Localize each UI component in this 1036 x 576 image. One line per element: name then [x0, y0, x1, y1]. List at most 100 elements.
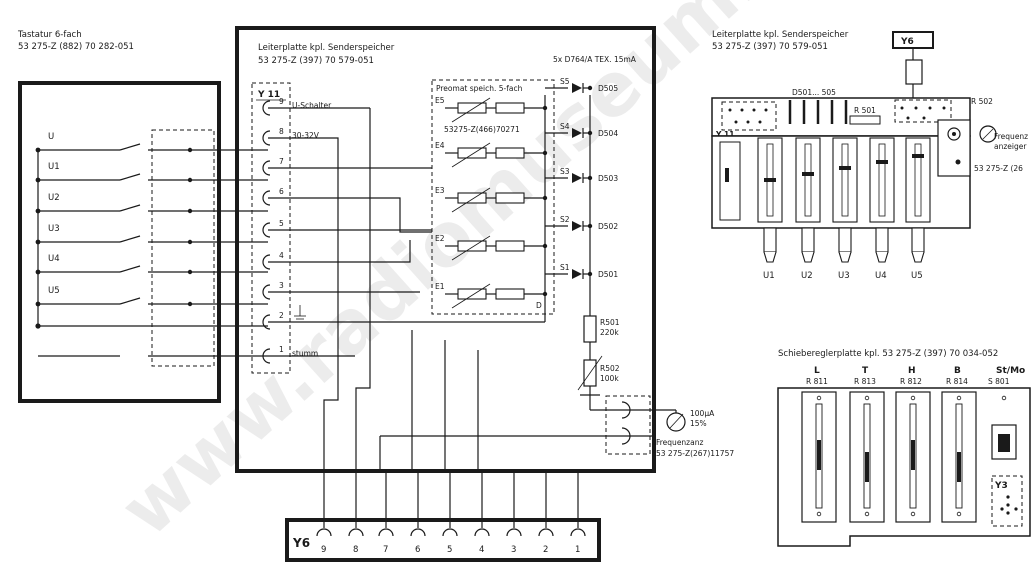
preset-button-u1: U1 — [757, 137, 783, 281]
y11-pin-2: 2 — [262, 311, 284, 330]
slider-letter: H — [908, 366, 916, 376]
slider-board-title: Schiebereglerplatte kpl. 53 275-Z (397) … — [778, 349, 998, 359]
keyboard-line-u4: U4 — [35, 254, 268, 275]
y11-pin-number: 3 — [279, 281, 284, 290]
keyboard-line-label: U — [48, 132, 54, 142]
pcb-view-r501: R 501 — [854, 106, 876, 115]
y11-pin-number: 1 — [279, 345, 284, 354]
slider-ref: R 814 — [946, 377, 968, 386]
y6-pin-number: 7 — [383, 545, 388, 555]
preset-block-box — [431, 79, 555, 315]
y11-pin-8: 8 — [262, 127, 284, 146]
preset-button-u4: U4 — [869, 137, 895, 281]
keyboard-line-u3: U3 — [35, 224, 268, 245]
svg-text:S4: S4 — [560, 122, 570, 131]
y6-pin-number: 1 — [575, 545, 580, 555]
y6-pin-5: 5 — [442, 472, 458, 555]
y6-pin-number: 5 — [447, 545, 452, 555]
y11-pin-6: 6 — [262, 187, 284, 206]
keyboard-part: 53 275-Z (882) 70 282-051 — [18, 42, 134, 52]
pcb-view-r502: R 502 — [971, 97, 993, 106]
preset-button-label: U3 — [838, 271, 850, 281]
ground-icon — [294, 305, 306, 320]
svg-text:S3: S3 — [560, 167, 570, 176]
diode-label: D503 — [598, 174, 618, 183]
slider-letter: T — [862, 366, 869, 376]
svg-text:E1: E1 — [435, 282, 445, 291]
y11-pin-1: 1 — [262, 345, 284, 364]
y6-pin-number: 2 — [543, 545, 548, 555]
pcb-view-y6-label: Y6 — [900, 37, 914, 47]
y11-pin-3: 3 — [262, 281, 284, 300]
pcb-view-freq-part: 53 275-Z (26 — [974, 164, 1023, 173]
slider-ref: S 801 — [988, 377, 1010, 386]
slider-y3-label: Y3 — [994, 481, 1008, 491]
slider-s801: St/MoS 801 — [988, 366, 1025, 401]
preset-button-label: U4 — [875, 271, 887, 281]
svg-text:R501: R501 — [600, 318, 620, 327]
slider-r811: LR 811 — [801, 366, 837, 523]
y6-pin-6: 6 — [410, 472, 426, 555]
svg-text:S1: S1 — [560, 263, 570, 272]
slider-ref: R 811 — [806, 377, 828, 386]
r502-resistor: R502 100k — [577, 355, 620, 391]
pcb-view-title: Leiterplatte kpl. Senderspeicher — [712, 30, 849, 40]
keyboard-line-label: U4 — [48, 254, 60, 264]
pcb-title: Leiterplatte kpl. Senderspeicher — [258, 43, 395, 53]
label-u-schalter: U-Schalter — [292, 101, 332, 110]
y11-pin-number: 7 — [279, 157, 284, 166]
slider-r814: BR 814 — [941, 366, 977, 523]
pcb-part: 53 275-Z (397) 70 579-051 — [258, 56, 374, 66]
svg-text:R502: R502 — [600, 364, 620, 373]
label-30-32v: 30-32V — [292, 131, 320, 140]
preset-title: Preomat speich. 5-fach — [436, 84, 523, 93]
pcb-wiring — [268, 107, 545, 472]
y11-pin-number: 4 — [279, 251, 284, 260]
keyboard-line-label: U2 — [48, 193, 60, 203]
keyboard-line-u5: U5 — [35, 286, 268, 307]
diode-label: D505 — [598, 84, 618, 93]
y11-pin-number: 5 — [279, 219, 284, 228]
y6-pin-number: 4 — [479, 545, 484, 555]
y6-pin-9: 9 — [316, 472, 332, 555]
diode-label: D504 — [598, 129, 618, 138]
preset-part: 53275-Z(466)70271 — [444, 125, 520, 134]
pcb-view-part: 53 275-Z (397) 70 579-051 — [712, 42, 828, 52]
svg-text:E4: E4 — [435, 141, 445, 150]
diode-label: D501 — [598, 270, 618, 279]
label-stumm: stumm — [292, 349, 318, 358]
pcb-view-freq-label2: anzeiger — [994, 142, 1027, 151]
y6-pin-number: 8 — [353, 545, 358, 555]
y11-pin-5: 5 — [262, 219, 284, 238]
preset-button-label: U5 — [911, 271, 923, 281]
meter-icon — [666, 412, 686, 432]
keyboard-line-label: U5 — [48, 286, 60, 296]
y6-pin-number: 6 — [415, 545, 420, 555]
freq-label: Frequenzanz — [656, 438, 703, 447]
y6-pin-3: 3 — [506, 472, 522, 555]
diode-label: D502 — [598, 222, 618, 231]
y6-pin-4: 4 — [474, 472, 490, 555]
svg-text:E2: E2 — [435, 234, 445, 243]
svg-text:E5: E5 — [435, 96, 445, 105]
meter-value: 100μA — [690, 409, 715, 418]
keyboard-line-label: U1 — [48, 162, 60, 172]
preset-button-label: U1 — [763, 271, 775, 281]
slider-letter: St/Mo — [996, 366, 1025, 376]
slider-ref: R 812 — [900, 377, 922, 386]
pcb-view-board: D501... 505 Y 11 R 501 R 502 Frequenz an… — [711, 88, 1028, 281]
y6-connector-frame — [285, 518, 601, 562]
keyboard-line-u: U — [35, 132, 268, 153]
svg-text:220k: 220k — [600, 328, 619, 337]
y6-pin-1: 1 — [570, 472, 586, 555]
preset-button-u5: U5 — [905, 137, 931, 281]
y11-pin-number: 2 — [279, 311, 284, 320]
